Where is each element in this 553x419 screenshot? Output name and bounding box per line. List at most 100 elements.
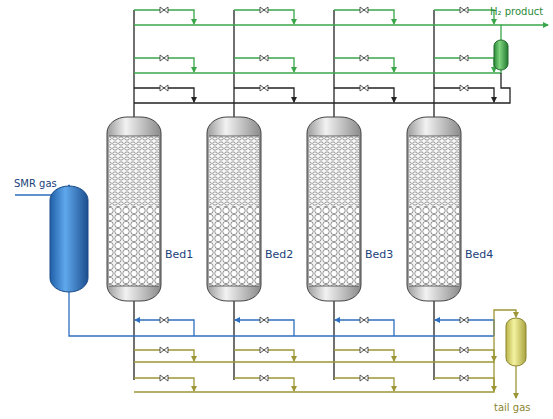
valve-symbol — [460, 55, 468, 61]
pipe — [235, 320, 294, 336]
pipe — [434, 88, 494, 102]
bead-packing — [409, 206, 459, 286]
pipe — [133, 300, 134, 380]
packing-line — [109, 286, 159, 287]
bed-label: Bed3 — [365, 248, 393, 261]
pipe — [134, 310, 516, 362]
ring-packing — [309, 136, 359, 206]
pipe — [334, 378, 394, 391]
bed-label: Bed2 — [265, 248, 293, 261]
pipe — [134, 350, 194, 361]
pipe — [334, 58, 394, 72]
valve-symbol — [260, 317, 268, 323]
pipe — [135, 320, 194, 336]
bed-label: Bed1 — [165, 248, 193, 261]
pipe — [335, 320, 394, 336]
vessel-outline — [306, 116, 362, 302]
ring-packing — [109, 136, 159, 206]
valve-symbol — [260, 85, 268, 91]
pipe — [434, 350, 494, 361]
pipe — [134, 378, 194, 391]
pipe — [133, 10, 134, 118]
valve-symbol — [460, 347, 468, 353]
vessel-shell — [407, 117, 461, 301]
pipe — [433, 10, 434, 118]
valve-symbol — [160, 375, 168, 381]
valve-symbol — [360, 317, 368, 323]
pipe — [501, 24, 548, 25]
packing-line — [409, 136, 459, 137]
bead-packing — [109, 206, 159, 286]
valve-symbol — [160, 347, 168, 353]
pipe — [434, 58, 494, 72]
pipe — [134, 25, 501, 40]
valve-symbol — [160, 85, 168, 91]
packing-line — [109, 136, 159, 137]
bead-packing — [209, 206, 259, 286]
packing-line — [209, 286, 259, 287]
pipe — [134, 88, 194, 102]
valve-symbol — [460, 317, 468, 323]
valve-symbol — [160, 317, 168, 323]
pipe — [435, 320, 494, 336]
pipe — [134, 10, 194, 24]
pipe — [234, 58, 294, 72]
valve-symbol — [260, 375, 268, 381]
vessel-outline — [206, 116, 262, 302]
pipe — [234, 378, 294, 391]
ring-packing — [209, 136, 259, 206]
packing-line — [209, 136, 259, 137]
valve-symbol — [260, 55, 268, 61]
pipe — [234, 350, 294, 361]
pipe — [234, 88, 294, 102]
pipe — [434, 10, 494, 24]
vessel-shell — [307, 117, 361, 301]
valve-symbol — [260, 7, 268, 13]
valve-symbol — [160, 55, 168, 61]
pipe — [334, 88, 394, 102]
pipe — [433, 300, 434, 380]
pipe — [233, 300, 234, 380]
bead-packing — [309, 206, 359, 286]
packing-line — [309, 286, 359, 287]
valve-symbol — [360, 85, 368, 91]
stream-label: H₂ product — [490, 6, 543, 18]
valve-symbol — [460, 7, 468, 13]
tail-gas-drum — [506, 318, 526, 366]
vessel-shell — [207, 117, 261, 301]
pipe — [434, 378, 494, 391]
pipe — [333, 300, 334, 380]
pipe — [334, 350, 394, 361]
vessel-outline — [106, 116, 162, 302]
pipe — [234, 10, 294, 24]
packing-line — [409, 286, 459, 287]
stream-label: tail gas — [494, 402, 530, 414]
valve-symbol — [460, 85, 468, 91]
packing-line — [309, 136, 359, 137]
pipe — [333, 10, 334, 118]
pipe — [515, 366, 516, 398]
valve-symbol — [460, 375, 468, 381]
pipe — [134, 362, 494, 392]
adsorber-bed: Bed3 — [306, 116, 362, 302]
product-drum — [494, 40, 508, 70]
pipe — [233, 10, 234, 118]
feed-separator — [50, 186, 88, 292]
vessel-outline — [406, 116, 462, 302]
adsorber-bed: Bed2 — [206, 116, 262, 302]
valve-symbol — [360, 347, 368, 353]
stream-label: SMR gas — [14, 178, 57, 190]
valve-symbol — [360, 375, 368, 381]
valve-symbol — [360, 55, 368, 61]
pipe — [134, 58, 194, 72]
valve-symbol — [160, 7, 168, 13]
adsorber-bed: Bed1 — [106, 116, 162, 302]
valve-symbol — [360, 7, 368, 13]
adsorber-bed: Bed4 — [406, 116, 462, 302]
pipe — [334, 10, 394, 24]
ring-packing — [409, 136, 459, 206]
pipe — [134, 70, 501, 73]
bed-label: Bed4 — [465, 248, 493, 261]
